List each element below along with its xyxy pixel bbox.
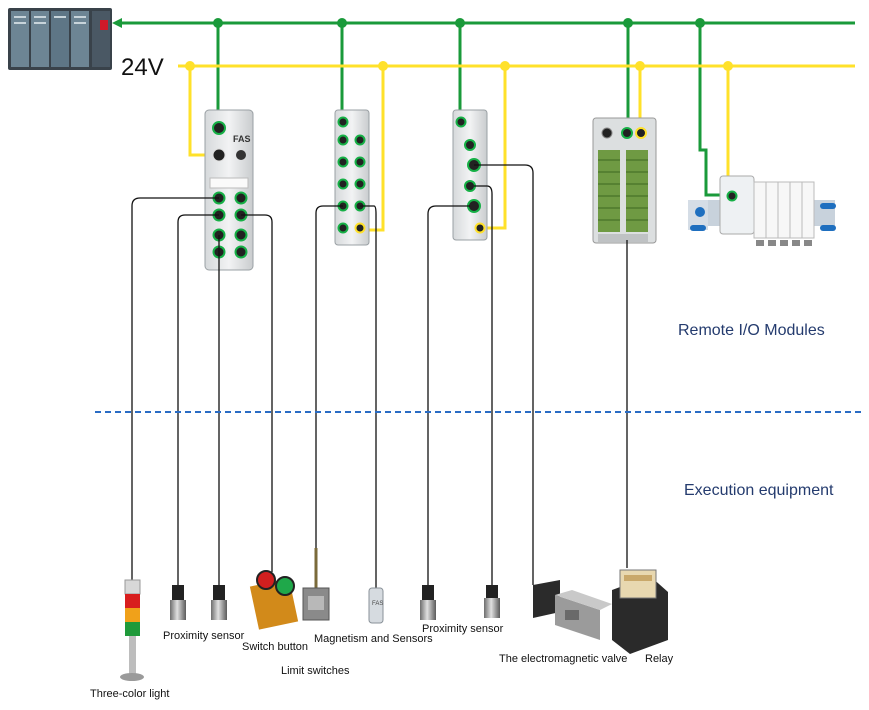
io-module-2 <box>334 109 370 246</box>
proximity-sensor-1b <box>211 585 227 620</box>
label-relay: Relay <box>645 653 674 665</box>
proximity-sensor-2a <box>420 585 436 620</box>
label-proximity-sensor-2: Proximity sensor <box>422 623 504 635</box>
limit-switch <box>302 548 330 621</box>
label-magnetism-sensors: Magnetism and Sensors <box>314 633 433 645</box>
proximity-sensor-2b <box>484 585 500 618</box>
remote-io-label: Remote I/O Modules <box>678 322 825 339</box>
execution-equipment-label: Execution equipment <box>684 482 834 499</box>
electromagnetic-valve <box>533 580 612 640</box>
label-proximity-sensor-1: Proximity sensor <box>163 630 245 642</box>
magnetic-sensor: FAS <box>368 587 384 624</box>
green-bus <box>118 21 855 197</box>
three-color-light <box>120 579 144 681</box>
io-module-4 <box>592 117 657 244</box>
relay <box>612 569 668 654</box>
label-switch-button: Switch button <box>242 641 308 653</box>
yellow-bus-nodes <box>185 61 733 71</box>
device-cables <box>131 164 628 588</box>
green-bus-arrow <box>112 18 122 28</box>
switch-button <box>249 570 299 630</box>
label-three-color-light: Three-color light <box>90 688 169 700</box>
label-limit-switches: Limit switches <box>281 665 350 677</box>
io-module-1: FAS <box>204 109 254 271</box>
io-module-3 <box>452 109 488 241</box>
yellow-bus <box>178 64 855 232</box>
svg-text:FAS: FAS <box>372 601 383 607</box>
label-electromagnetic-valve: The electromagnetic valve <box>499 653 627 665</box>
plc-rack <box>8 8 112 70</box>
voltage-label: 24V <box>121 54 164 81</box>
proximity-sensor-1a <box>170 585 186 620</box>
svg-text:FAS: FAS <box>233 134 251 144</box>
valve-terminal <box>688 175 836 246</box>
green-bus-nodes <box>213 18 705 28</box>
